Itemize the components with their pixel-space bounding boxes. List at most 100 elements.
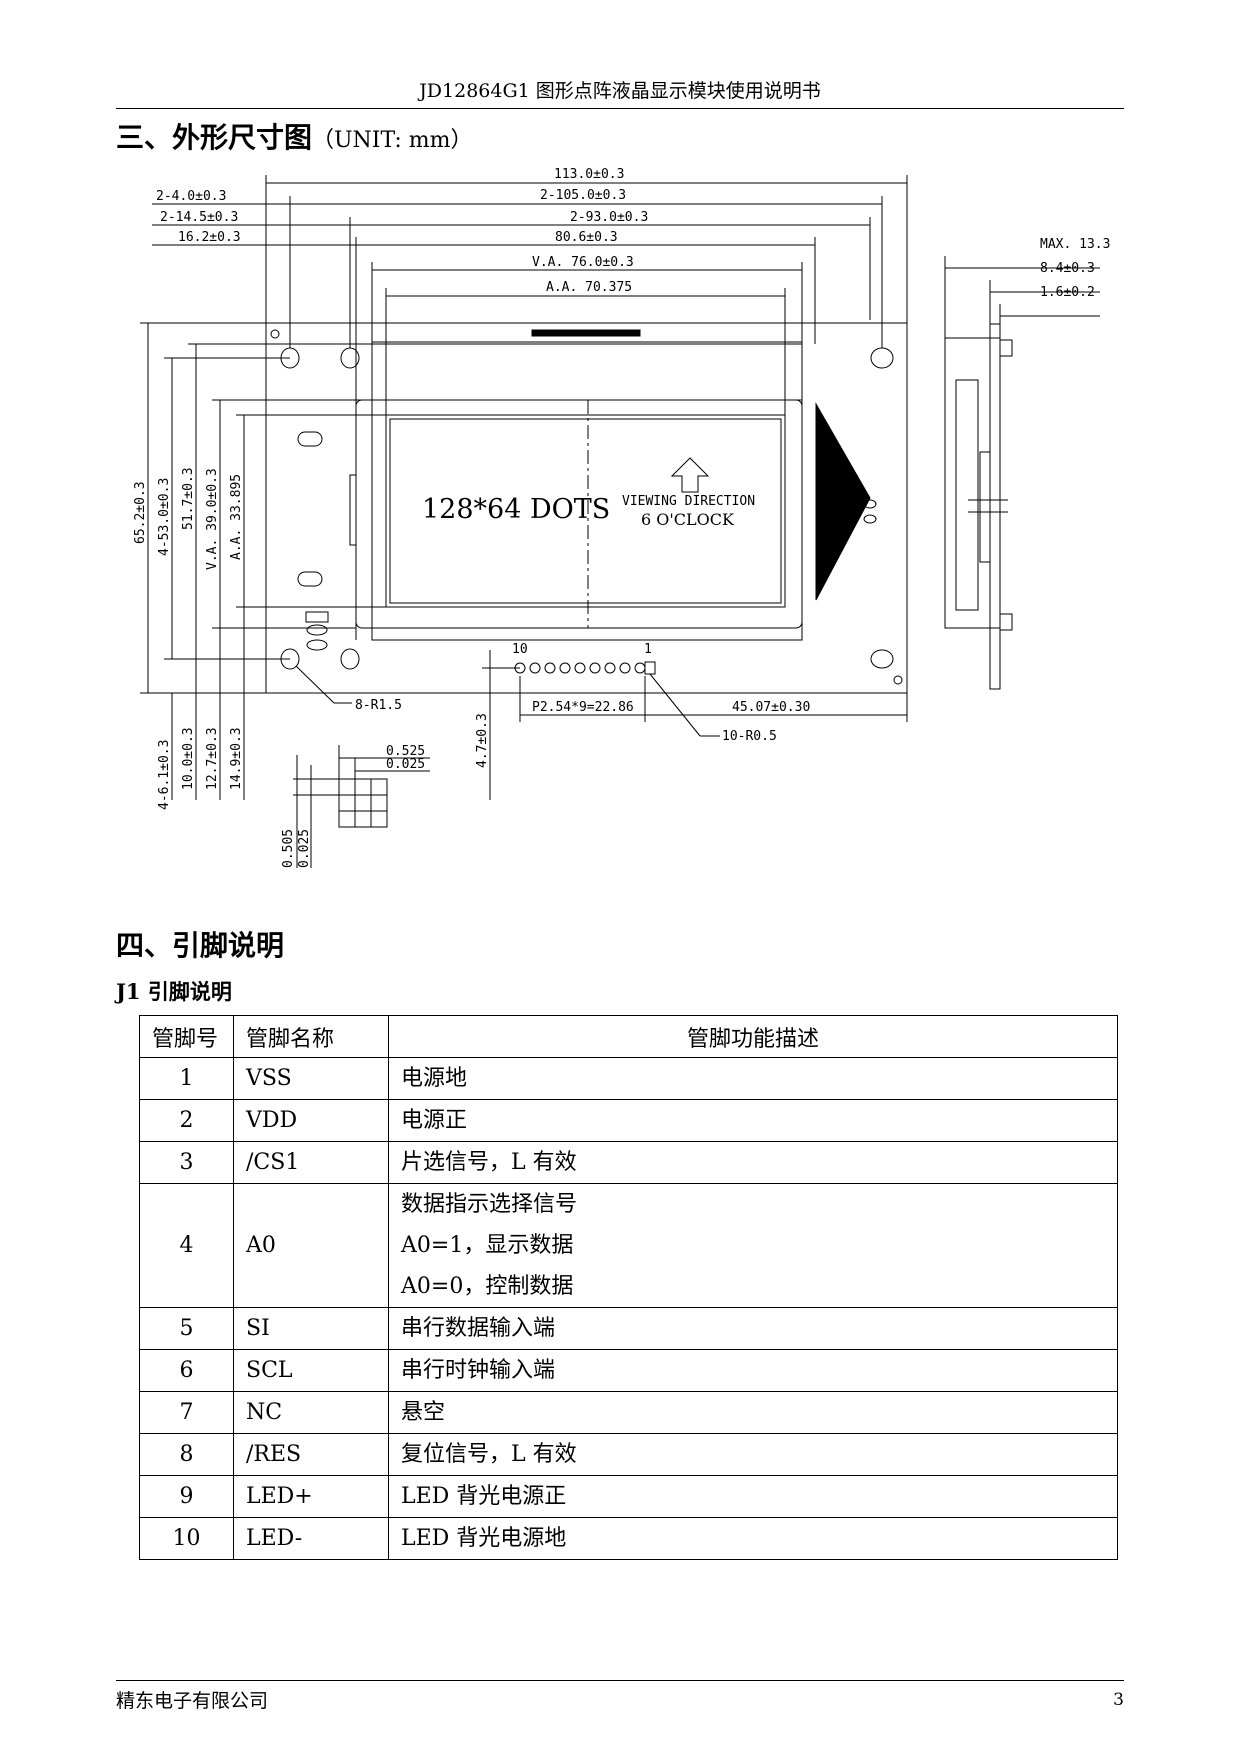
pin-number-cell: 7 bbox=[139, 1391, 234, 1434]
header-rule bbox=[116, 108, 1124, 109]
pin-10-label: 10 bbox=[512, 642, 528, 657]
header-pin-desc: 管脚功能描述 bbox=[388, 1015, 1118, 1058]
header-pin-no: 管脚号 bbox=[139, 1015, 234, 1058]
clock-label: 6 O'CLOCK bbox=[641, 510, 735, 529]
dim-4-53: 4-53.0±0.3 bbox=[157, 478, 172, 556]
dim-51-7: 51.7±0.3 bbox=[181, 467, 196, 530]
pin-number-cell: 6 bbox=[139, 1349, 234, 1392]
resolution-label: 128*64 DOTS bbox=[422, 494, 610, 525]
dim-4-7: 4.7±0.3 bbox=[475, 713, 490, 768]
j1-subtitle: J1 引脚说明 bbox=[116, 979, 232, 1004]
pin-description-cell: 电源正 bbox=[388, 1099, 1118, 1142]
dimension-drawing: 113.0±0.3 2-4.0±0.3 2-105.0±0.3 2-14.5±0… bbox=[133, 167, 1110, 868]
pin-description-line: LED 背光电源地 bbox=[401, 1526, 567, 1551]
viewing-direction-label: VIEWING DIRECTION bbox=[622, 494, 755, 509]
dim-1-6: 1.6±0.2 bbox=[1040, 285, 1095, 300]
pin-1-label: 1 bbox=[644, 642, 652, 657]
pin-description-line: 电源地 bbox=[401, 1066, 468, 1091]
pin-number-cell: 2 bbox=[139, 1099, 234, 1142]
dim-14-9: 14.9±0.3 bbox=[229, 727, 244, 790]
label-10-r0-5: 10-R0.5 bbox=[722, 729, 777, 744]
pin-description-line: 串行数据输入端 bbox=[401, 1316, 556, 1341]
pin-description-cell: LED 背光电源正 bbox=[388, 1475, 1118, 1518]
pin-description-cell: LED 背光电源地 bbox=[388, 1517, 1118, 1560]
footer-company: 精东电子有限公司 bbox=[116, 1690, 269, 1712]
section-3-title: 三、外形尺寸图 bbox=[116, 121, 313, 154]
table-row: 3/CS1 片选信号，L 有效 bbox=[139, 1141, 1118, 1184]
label-8-r1-5: 8-R1.5 bbox=[355, 698, 402, 713]
pin-number-cell: 3 bbox=[139, 1141, 234, 1184]
dim-12-7: 12.7±0.3 bbox=[205, 727, 220, 790]
section-4-title: 四、引脚说明 bbox=[116, 929, 285, 962]
pin-number-cell: 5 bbox=[139, 1307, 234, 1350]
dim-0-525: 0.525 bbox=[386, 744, 425, 759]
pin-number-cell: 10 bbox=[139, 1517, 234, 1560]
dim-4-6-1: 4-6.1±0.3 bbox=[157, 740, 172, 810]
pin-description-cell: 悬空 bbox=[388, 1391, 1118, 1434]
pin-name-cell: /RES bbox=[233, 1433, 389, 1476]
pin-name-cell: SCL bbox=[233, 1349, 389, 1392]
pin-description-line: 片选信号，L 有效 bbox=[401, 1150, 577, 1175]
pin-number-cell: 4 bbox=[139, 1183, 234, 1308]
pin-name-cell: A0 bbox=[233, 1183, 389, 1308]
pin-name-cell: VSS bbox=[233, 1057, 389, 1100]
label-pin-pitch: P2.54*9=22.86 bbox=[532, 700, 634, 715]
pin-number-cell: 9 bbox=[139, 1475, 234, 1518]
dim-aa-70: A.A. 70.375 bbox=[546, 280, 632, 295]
pin-name-cell: SI bbox=[233, 1307, 389, 1350]
table-header-row: 管脚号 管脚名称 管脚功能描述 bbox=[139, 1015, 1118, 1058]
dim-max-13-3: MAX. 13.3 bbox=[1040, 237, 1110, 252]
dim-10-0: 10.0±0.3 bbox=[181, 727, 196, 790]
dim-2-93: 2-93.0±0.3 bbox=[570, 210, 648, 225]
pin-description-cell: 电源地 bbox=[388, 1057, 1118, 1100]
dim-16-2: 16.2±0.3 bbox=[178, 230, 241, 245]
pin-name-cell: LED+ bbox=[233, 1475, 389, 1518]
pin-description-cell: 复位信号，L 有效 bbox=[388, 1433, 1118, 1476]
pin-description-line: LED 背光电源正 bbox=[401, 1484, 567, 1509]
pin-name-cell: /CS1 bbox=[233, 1141, 389, 1184]
dim-0-025a: 0.025 bbox=[386, 757, 425, 772]
dim-va-76: V.A. 76.0±0.3 bbox=[532, 255, 634, 270]
pin-description-line: 复位信号，L 有效 bbox=[401, 1442, 577, 1467]
footer-rule bbox=[116, 1680, 1124, 1681]
pin-description-line: A0=1，显示数据 bbox=[401, 1233, 574, 1258]
dim-2-4: 2-4.0±0.3 bbox=[156, 189, 226, 204]
pin-description-cell: 片选信号，L 有效 bbox=[388, 1141, 1118, 1184]
pin-description-line: A0=0，控制数据 bbox=[401, 1274, 574, 1299]
pin-number-cell: 1 bbox=[139, 1057, 234, 1100]
pin-name-cell: NC bbox=[233, 1391, 389, 1434]
dim-va-39: V.A. 39.0±0.3 bbox=[205, 468, 220, 570]
dim-0-025b: 0.025 bbox=[297, 829, 312, 868]
pin-name-cell: LED- bbox=[233, 1517, 389, 1560]
dim-2-105: 2-105.0±0.3 bbox=[540, 188, 626, 203]
section-3-heading: 三、外形尺寸图（UNIT: mm） bbox=[116, 116, 473, 156]
pin-description-line: 电源正 bbox=[401, 1108, 468, 1133]
dim-2-14-5: 2-14.5±0.3 bbox=[160, 210, 238, 225]
pin-number-cell: 8 bbox=[139, 1433, 234, 1476]
dim-8-4: 8.4±0.3 bbox=[1040, 261, 1095, 276]
dim-45-07: 45.07±0.30 bbox=[732, 700, 810, 715]
dim-80-6: 80.6±0.3 bbox=[555, 230, 618, 245]
pin-description-line: 串行时钟输入端 bbox=[401, 1358, 556, 1383]
dim-0-505: 0.505 bbox=[281, 829, 296, 868]
section-3-unit: （UNIT: mm） bbox=[312, 128, 473, 153]
table-row: 8/RES 复位信号，L 有效 bbox=[139, 1433, 1118, 1476]
pin-description-line: 悬空 bbox=[401, 1400, 446, 1425]
pin-description-cell: 串行时钟输入端 bbox=[388, 1349, 1118, 1392]
document-header-title: JD12864G1 图形点阵液晶显示模块使用说明书 bbox=[419, 80, 821, 102]
dim-aa-33: A.A. 33.895 bbox=[229, 474, 244, 560]
dim-113: 113.0±0.3 bbox=[554, 167, 624, 182]
pin-name-cell: VDD bbox=[233, 1099, 389, 1142]
dim-65-2: 65.2±0.3 bbox=[133, 481, 148, 544]
pin-description-cell: 串行数据输入端 bbox=[388, 1307, 1118, 1350]
